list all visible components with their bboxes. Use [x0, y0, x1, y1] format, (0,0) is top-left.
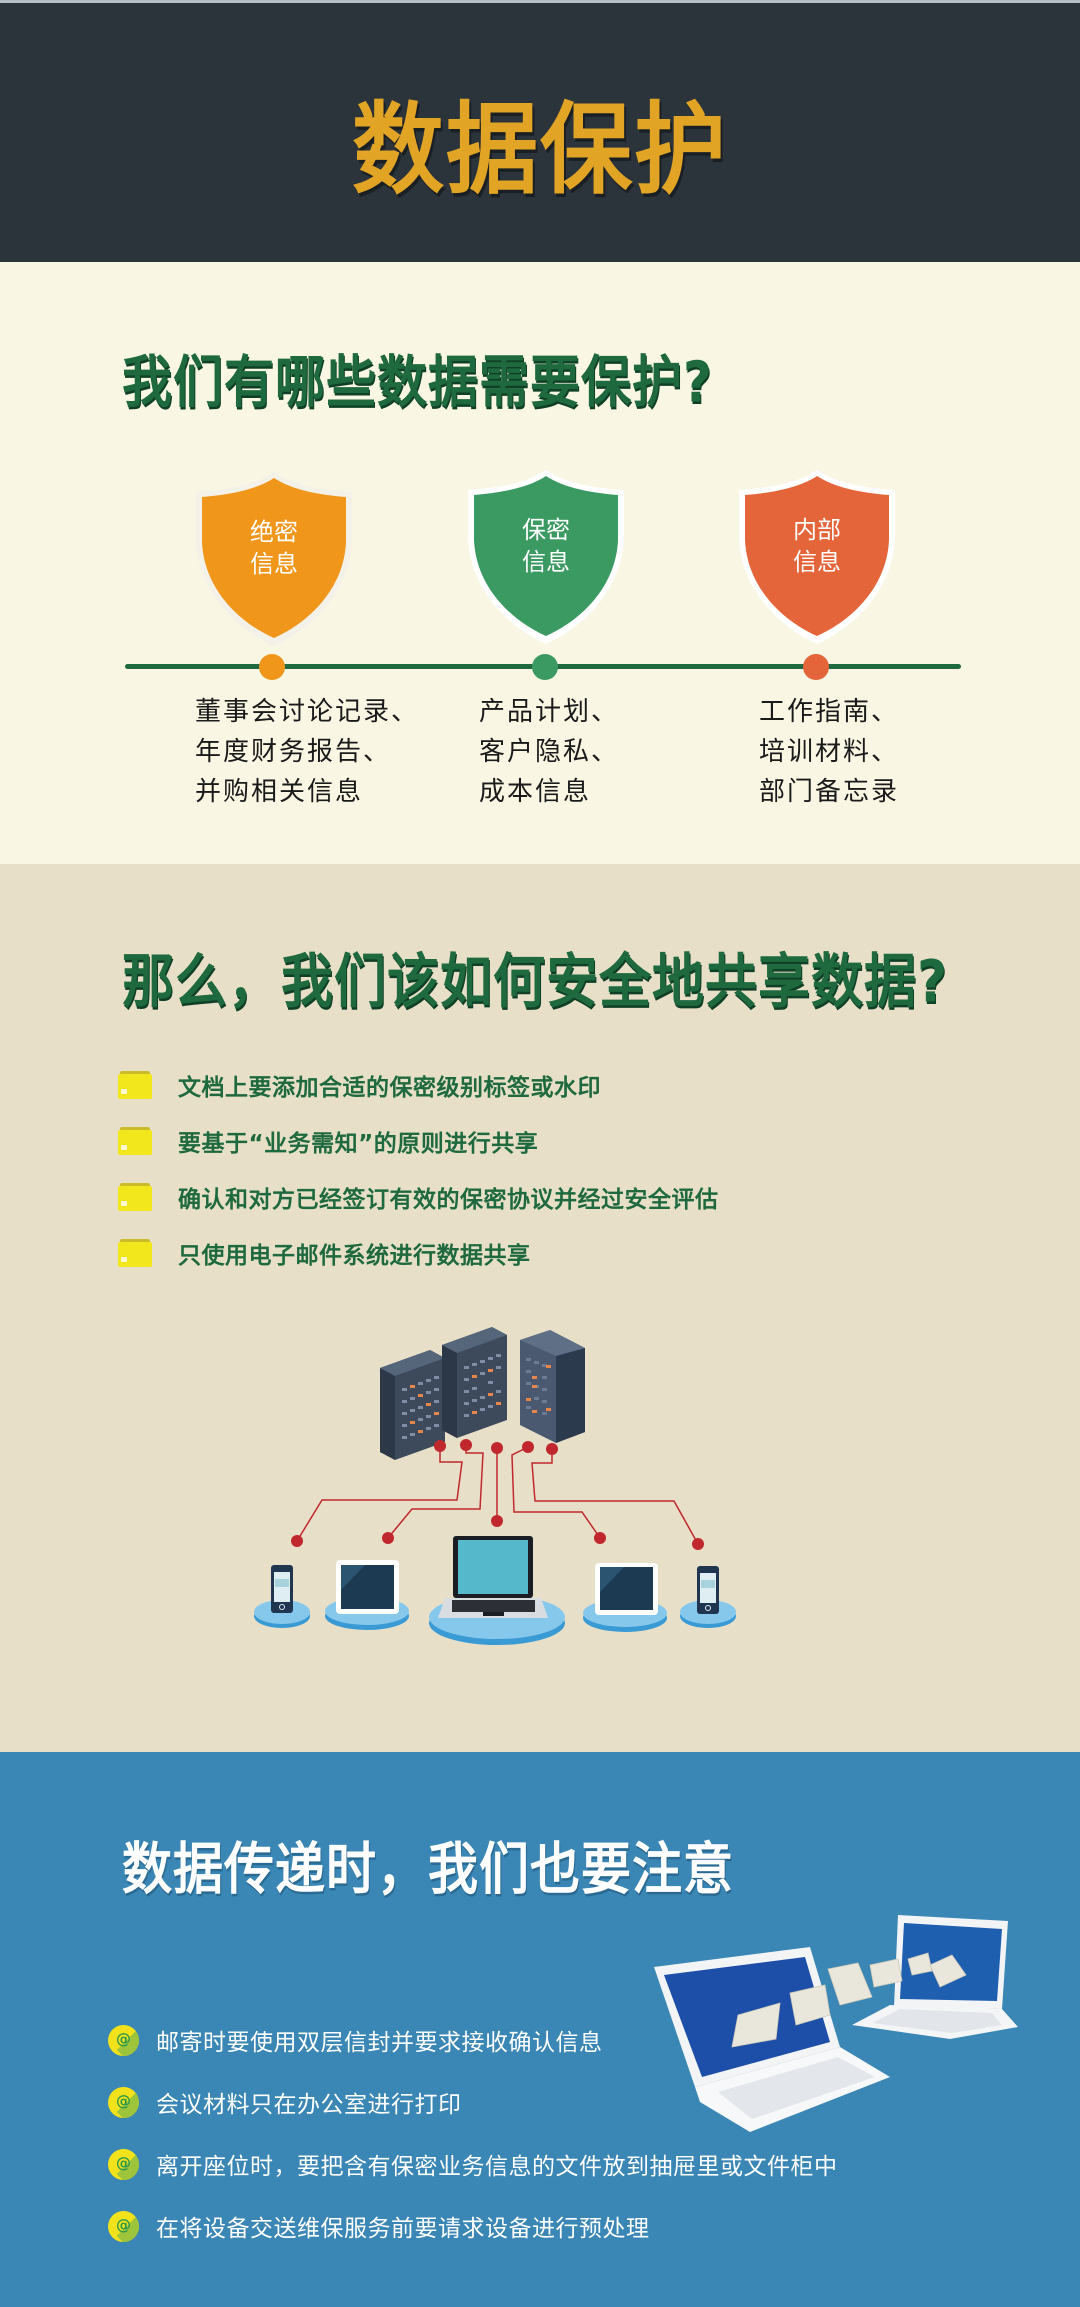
page-title: 数据保护	[351, 92, 728, 208]
smartphone-icon	[271, 1565, 293, 1613]
section-data-classification: 我们有哪些数据需要保护? 绝密 信息 保密 信息 内部 信息	[0, 262, 1080, 864]
shield-icon	[468, 470, 624, 644]
timeline-dot-top-secret	[259, 654, 285, 680]
header-banner: 数据保护	[0, 0, 1080, 262]
folder-icon	[118, 1071, 152, 1099]
server-network-illustration	[254, 1327, 736, 1645]
folder-icon	[118, 1183, 152, 1211]
document-icon	[731, 1952, 967, 2048]
laptop-icon	[438, 1536, 548, 1618]
top-secret-examples: 董事会讨论记录、 年度财务报告、 并购相关信息	[195, 697, 420, 807]
shield-top-secret: 绝密 信息	[194, 470, 354, 648]
list-item: @ 会议材料只在办公室进行打印	[108, 2071, 838, 2133]
timeline-dot-internal	[803, 654, 829, 680]
timeline-dot-confidential	[532, 654, 558, 680]
section1-title: 我们有哪些数据需要保护?	[122, 350, 714, 415]
sharing-rules-list: 文档上要添加合适的保密级别标签或水印 要基于“业务需知”的原则进行共享 确认和对…	[118, 1057, 719, 1281]
shield-label: 保密 信息	[522, 516, 570, 576]
smartphone-icon	[697, 1566, 719, 1614]
transfer-notes-list: @ 邮寄时要使用双层信封并要求接收确认信息 @ 会议材料只在办公室进行打印 @ …	[108, 2009, 838, 2257]
shield-label: 绝密 信息	[250, 518, 298, 578]
laptop-file-transfer-illustration	[654, 1915, 1018, 2132]
tablet-icon	[336, 1560, 399, 1614]
section2-title: 那么，我们该如何安全地共享数据?	[122, 949, 949, 1017]
confidential-examples: 产品计划、 客户隐私、 成本信息	[479, 697, 620, 807]
server-icon	[520, 1330, 585, 1443]
list-item: @ 离开座位时，要把含有保密业务信息的文件放到抽屉里或文件柜中	[108, 2133, 838, 2195]
at-sign-icon: @	[108, 2148, 139, 2180]
list-item: 确认和对方已经签订有效的保密协议并经过安全评估	[118, 1169, 719, 1225]
at-sign-icon: @	[108, 2024, 139, 2056]
list-item: 要基于“业务需知”的原则进行共享	[118, 1113, 719, 1169]
server-icon	[380, 1350, 445, 1460]
section3-title: 数据传递时，我们也要注意	[122, 1837, 734, 1902]
list-item: 文档上要添加合适的保密级别标签或水印	[118, 1057, 719, 1113]
folder-icon	[118, 1239, 152, 1267]
shield-internal: 内部 信息	[737, 468, 897, 646]
tablet-icon	[595, 1563, 658, 1615]
section-data-transfer: 数据传递时，我们也要注意 @ 邮寄时要使用双层信封并要求接收确认信息 @ 会议材…	[0, 1752, 1080, 2307]
server-icon	[442, 1327, 507, 1438]
shield-label: 内部 信息	[793, 516, 841, 576]
at-sign-icon: @	[108, 2086, 139, 2118]
at-sign-icon: @	[108, 2210, 139, 2242]
shield-icon	[739, 470, 895, 644]
list-item: @ 邮寄时要使用双层信封并要求接收确认信息	[108, 2009, 838, 2071]
shield-icon	[196, 472, 352, 646]
list-item: 只使用电子邮件系统进行数据共享	[118, 1225, 719, 1281]
section-safe-sharing: 那么，我们该如何安全地共享数据? 文档上要添加合适的保密级别标签或水印 要基于“…	[0, 864, 1080, 1752]
list-item: @ 在将设备交送维保服务前要请求设备进行预处理	[108, 2195, 838, 2257]
folder-icon	[118, 1127, 152, 1155]
internal-examples: 工作指南、 培训材料、 部门备忘录	[759, 697, 900, 807]
shield-confidential: 保密 信息	[466, 468, 626, 646]
